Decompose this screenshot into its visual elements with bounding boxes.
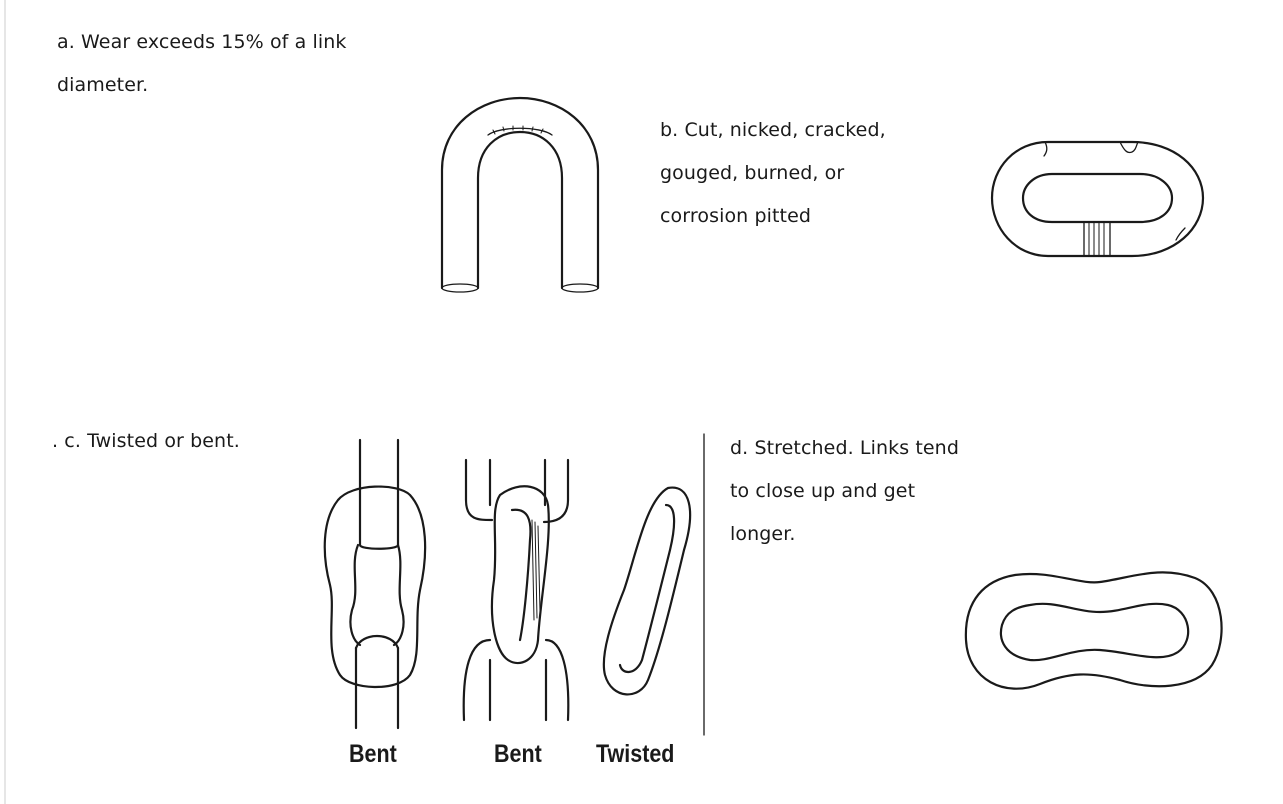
page-border	[4, 0, 6, 804]
bent-link-1-drawing	[323, 438, 427, 730]
label-bent-1: Bent	[349, 740, 397, 768]
caption-twisted-bent: . c. Twisted or bent.	[52, 430, 240, 452]
label-twisted: Twisted	[596, 740, 675, 768]
bent-link-2-drawing	[462, 458, 570, 722]
caption-damage: b. Cut, nicked, cracked, gouged, burned,…	[660, 119, 886, 227]
twisted-link-drawing	[602, 486, 692, 696]
damaged-link-drawing	[990, 140, 1205, 258]
caption-stretched: d. Stretched. Links tend to close up and…	[730, 437, 959, 545]
label-bent-2: Bent	[494, 740, 542, 768]
caption-wear: a. Wear exceeds 15% of a link diameter.	[57, 31, 347, 96]
worn-link-drawing	[440, 96, 600, 293]
stretched-link-drawing	[964, 571, 1223, 690]
